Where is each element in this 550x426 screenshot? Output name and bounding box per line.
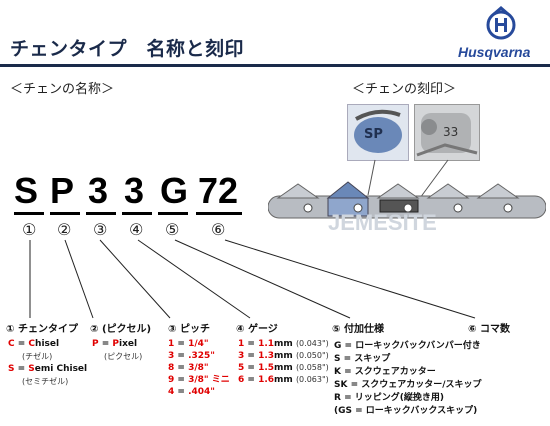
gauge-item-6: 6 = 1.6mm (0.063") — [238, 375, 329, 385]
col-header-links: ⑥ コマ数 — [468, 324, 510, 335]
gauge-item-1: 1 = 1.1mm (0.043") — [238, 339, 329, 349]
code-letter-4: 3 — [124, 170, 145, 211]
code-letter-2: P — [50, 170, 75, 211]
title-rule — [0, 64, 550, 67]
type-item-semi-chisel-sub: (セミチゼル) — [22, 377, 69, 386]
gauge-item-3: 3 = 1.3mm (0.050") — [238, 351, 329, 361]
marker-1: ① — [22, 220, 37, 239]
option-item-k: K = スクウェアカッター — [334, 367, 436, 377]
option-item-gs: (GS = ローキックバックスキップ) — [334, 406, 478, 416]
pitch-item-9: 9 = 3/8" ミニ — [168, 375, 230, 385]
col-header-pitch: ③ ピッチ — [168, 324, 210, 335]
col-header-type: ① チェンタイプ — [6, 324, 78, 335]
pitch-item-8: 8 = 3/8" — [168, 363, 209, 373]
stamp-33-text: 33 — [443, 125, 459, 139]
code-letter-5: G — [160, 170, 189, 211]
col-header-pixel: ② (ピクセル) — [90, 324, 152, 335]
brand-name: Husqvarna — [458, 44, 531, 60]
page-title: チェンタイプ 名称と刻印 — [10, 38, 245, 60]
code-letter-6: 72 — [198, 170, 239, 211]
option-item-g: G = ローキックバックバンパー付き — [334, 341, 481, 351]
code-underline-6 — [196, 212, 242, 215]
type-item-chisel: C = Chisel — [8, 339, 60, 349]
code-letter-1: S — [14, 170, 39, 211]
pixel-item: P = Pixel — [92, 339, 138, 349]
chain-illustration: JEMESITE — [268, 181, 546, 235]
stamp-photo-sp: SP — [347, 104, 409, 161]
marker-6: ⑥ — [211, 220, 226, 239]
pitch-item-4: 4 = .404" — [168, 387, 215, 397]
col-header-gauge: ④ ゲージ — [236, 324, 278, 335]
code-letter-3: 3 — [88, 170, 109, 211]
chain-stamp-label: ＜チェンの刻印＞ — [352, 82, 457, 97]
code-underline-5 — [158, 212, 188, 215]
option-item-s: S = スキップ — [334, 354, 391, 364]
stamp-sp-text: SP — [364, 127, 383, 142]
pixel-item-sub: (ピクセル) — [104, 352, 143, 361]
option-item-r: R = リッピング(縦挽き用) — [334, 393, 444, 403]
code-underline-1 — [14, 212, 44, 215]
gauge-item-5: 5 = 1.5mm (0.058") — [238, 363, 329, 373]
pitch-item-1: 1 = 1/4" — [168, 339, 209, 349]
watermark-text: JEMESITE — [328, 210, 437, 235]
stamp-photo-33: 33 — [414, 104, 480, 161]
code-underline-3 — [86, 212, 116, 215]
chain-name-label: ＜チェンの名称＞ — [10, 82, 115, 97]
type-item-chisel-sub: (チゼル) — [22, 352, 53, 361]
husqvarna-logo-icon — [486, 6, 516, 40]
marker-3: ③ — [93, 220, 108, 239]
type-item-semi-chisel: S = Semi Chisel — [8, 364, 88, 374]
option-item-sk: SK = スクウェアカッター/スキップ — [334, 380, 482, 390]
code-underline-2 — [50, 212, 80, 215]
marker-5: ⑤ — [165, 220, 180, 239]
pitch-item-3: 3 = .325" — [168, 351, 215, 361]
marker-4: ④ — [129, 220, 144, 239]
code-underline-4 — [122, 212, 152, 215]
col-header-options: ⑤ 付加仕様 — [332, 324, 384, 335]
marker-2: ② — [57, 220, 72, 239]
